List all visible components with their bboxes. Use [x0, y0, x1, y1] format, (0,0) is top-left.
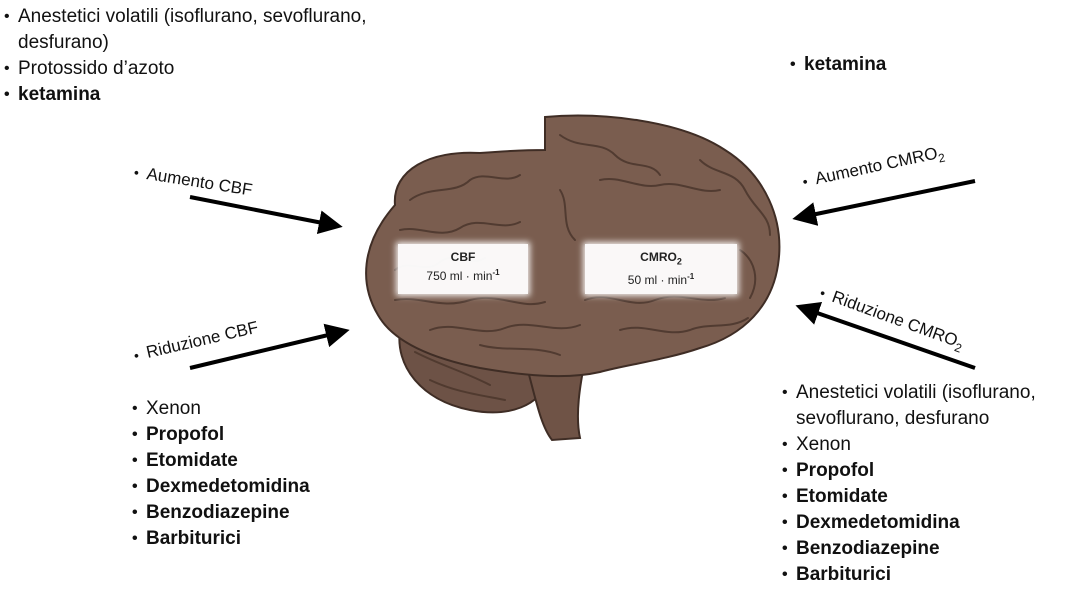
list-item: Dexmedetomidina — [132, 474, 392, 500]
increase-cmro2-drug-list: ketamina — [790, 52, 886, 78]
cmro2-value: 50 ml · min-1 — [585, 269, 737, 288]
cbf-value-box: CBF 750 ml · min-1 — [398, 244, 528, 294]
arrow-increase-cbf — [190, 197, 338, 226]
list-item: Anestetici volatili (isoflurano,sevoflur… — [782, 380, 1072, 432]
list-item: Anestetici volatili (isoflurano, sevoflu… — [4, 4, 444, 56]
list-item: Xenon — [782, 432, 1072, 458]
list-item: Propofol — [132, 422, 392, 448]
cbf-value: 750 ml · min-1 — [398, 265, 528, 284]
list-item: Etomidate — [782, 484, 1072, 510]
increase-cbf-drug-list: Anestetici volatili (isoflurano, sevoflu… — [4, 4, 444, 108]
list-item: Xenon — [132, 396, 392, 422]
list-item: Barbiturici — [132, 526, 392, 552]
list-item: Barbiturici — [782, 562, 1072, 588]
cmro2-value-box: CMRO2 50 ml · min-1 — [585, 244, 737, 294]
decrease-cbf-drug-list: Xenon Propofol Etomidate Dexmedetomidina… — [132, 396, 392, 552]
list-item: Etomidate — [132, 448, 392, 474]
list-item: Propofol — [782, 458, 1072, 484]
list-item: ketamina — [790, 52, 886, 78]
cbf-label: CBF — [398, 250, 528, 265]
list-item: Dexmedetomidina — [782, 510, 1072, 536]
list-item: Protossido d’azoto — [4, 56, 444, 82]
cmro2-label: CMRO2 — [585, 250, 737, 269]
list-item: ketamina — [4, 82, 444, 108]
list-item: Benzodiazepine — [782, 536, 1072, 562]
decrease-cmro2-drug-list: Anestetici volatili (isoflurano,sevoflur… — [782, 380, 1072, 588]
list-item: Benzodiazepine — [132, 500, 392, 526]
